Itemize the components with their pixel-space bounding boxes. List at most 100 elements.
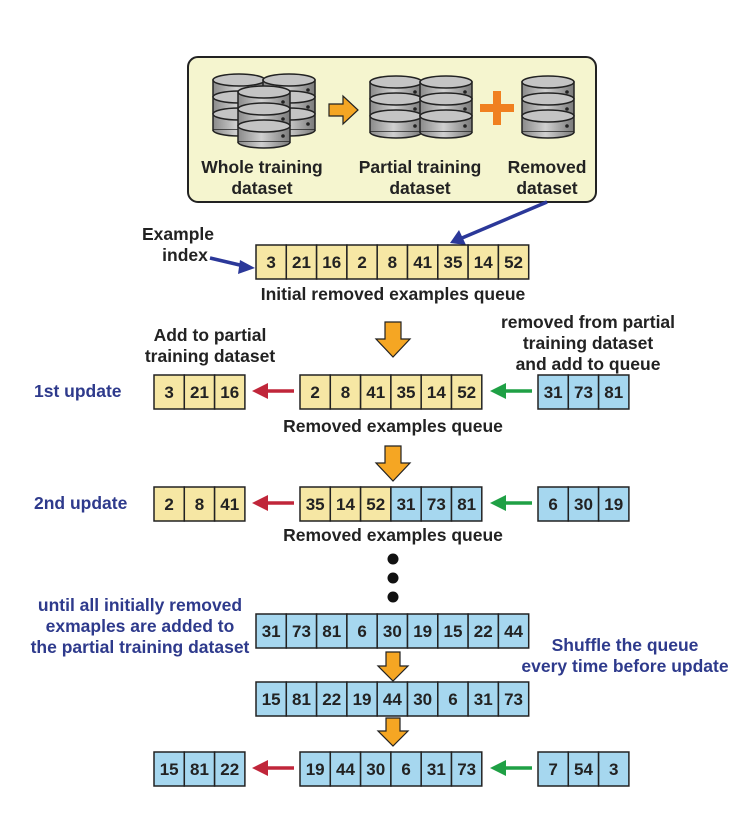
queue-cell-value: 30 <box>383 622 402 641</box>
removed-label-line2: dataset <box>516 178 577 198</box>
queue-cell <box>597 486 630 522</box>
until-label-line2: exmaples are added to <box>46 616 235 636</box>
queue-cell-value: 81 <box>190 760 209 779</box>
update1-label: 1st update <box>34 381 122 401</box>
ellipsis-icon <box>387 553 399 603</box>
example-index-line1: Example <box>142 224 214 244</box>
queue-cell <box>213 374 246 410</box>
queue-cell-value: 6 <box>448 690 457 709</box>
queue-cell-value: 31 <box>427 760 446 779</box>
queue-cell-value: 81 <box>292 690 311 709</box>
queue-cell-value: 3 <box>609 760 618 779</box>
queue-cell <box>406 244 439 280</box>
queue-cell <box>597 751 630 787</box>
queue-cell-value: 2 <box>310 383 319 402</box>
queue-cell <box>597 374 630 410</box>
queue-cell-value: 2 <box>357 253 366 272</box>
queue-cell <box>329 374 362 410</box>
left-arrow-icon <box>252 760 294 776</box>
queue-cell-value: 14 <box>427 383 446 402</box>
queue-cell-value: 8 <box>388 253 397 272</box>
removed-from-label-line3: and add to queue <box>516 354 661 374</box>
queue-cell-value: 35 <box>397 383 416 402</box>
queue-cell <box>390 374 422 410</box>
queue-cell <box>437 613 469 649</box>
queue-cell-value: 31 <box>544 383 563 402</box>
queue-cell-value: 44 <box>504 622 523 641</box>
queue-cell <box>467 244 500 280</box>
queue-cell <box>346 613 378 649</box>
removed-from-label-line2: training dataset <box>523 333 653 353</box>
queue-cell-value: 22 <box>474 622 493 641</box>
queue-cell <box>537 374 570 410</box>
partial-label-line1: Partial training <box>359 157 482 177</box>
queue-cell-value: 14 <box>474 253 493 272</box>
queue-cell <box>537 751 570 787</box>
queue-cell <box>315 681 348 717</box>
update2-label: 2nd update <box>34 493 128 513</box>
down-arrow-icon <box>376 717 410 747</box>
left-arrow-icon <box>490 760 532 776</box>
queue-cell-value: 14 <box>336 495 355 514</box>
queue-cell-value: 21 <box>190 383 209 402</box>
queue-cell-value: 81 <box>322 622 341 641</box>
queue-cell <box>390 751 422 787</box>
removed-to-queue-arrow <box>450 200 548 245</box>
queue-cell <box>346 681 378 717</box>
queue-cell-value: 73 <box>292 622 311 641</box>
removed-dataset-icon <box>522 76 574 138</box>
initial-queue-caption: Initial removed examples queue <box>261 284 526 304</box>
until-label-line1: until all initially removed <box>38 595 242 615</box>
queue-cell <box>299 751 332 787</box>
queue-cell-value: 21 <box>292 253 311 272</box>
queue-cell-value: 73 <box>504 690 523 709</box>
queue-cell <box>359 751 392 787</box>
queue-cell-value: 8 <box>341 383 350 402</box>
queue-cell-value: 3 <box>266 253 275 272</box>
queue-cell-value: 19 <box>306 760 325 779</box>
whole-label-line2: dataset <box>231 178 292 198</box>
queue-cell-value: 81 <box>457 495 476 514</box>
queue-cell-value: 31 <box>474 690 493 709</box>
queue-cell <box>437 681 469 717</box>
queue-cell-value: 52 <box>457 383 476 402</box>
update1-caption: Removed examples queue <box>283 416 503 436</box>
queue-cell-value: 19 <box>413 622 432 641</box>
queue-cell <box>567 374 600 410</box>
queue-cell <box>153 486 186 522</box>
queue-cell-value: 15 <box>262 690 281 709</box>
queue-cell <box>329 486 362 522</box>
plus-icon <box>480 91 514 125</box>
queue-cell <box>497 613 530 649</box>
down-arrow-icon <box>376 651 410 682</box>
queue-cell-value: 16 <box>220 383 239 402</box>
queue-cell-value: 30 <box>413 690 432 709</box>
queue-cell <box>359 486 392 522</box>
right-arrow-icon <box>328 94 359 126</box>
partial-training-dataset-icon <box>370 76 472 138</box>
queue-cell-value: 35 <box>443 253 462 272</box>
queue-cell <box>299 486 332 522</box>
queue-cell <box>153 374 186 410</box>
queue-cell-value: 30 <box>574 495 593 514</box>
queue-cell-value: 7 <box>548 760 557 779</box>
queue-cell-value: 16 <box>322 253 341 272</box>
queue-cell <box>299 374 332 410</box>
queue-cell-value: 2 <box>164 495 173 514</box>
queue-cell <box>450 374 483 410</box>
queue-cell <box>406 681 439 717</box>
queue-cell <box>183 486 216 522</box>
partial-label-line2: dataset <box>389 178 450 198</box>
queue-cell-value: 6 <box>401 760 410 779</box>
queue-cell-value: 52 <box>366 495 385 514</box>
queue-cell <box>183 751 216 787</box>
queue-cell <box>406 613 439 649</box>
